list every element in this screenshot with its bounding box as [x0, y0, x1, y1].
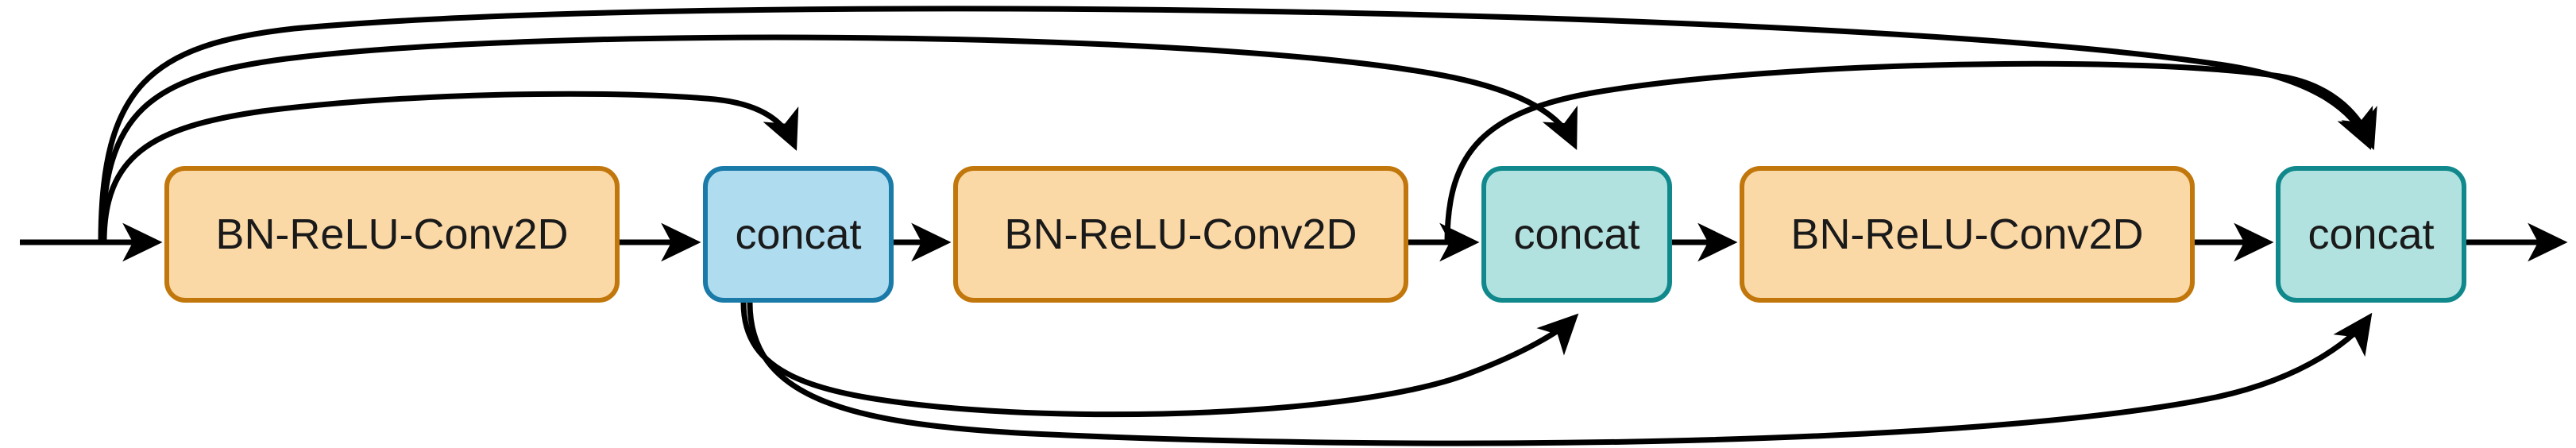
node-concat-1[interactable]: concat [703, 166, 894, 303]
edge-skip-input-concat2 [99, 34, 1578, 243]
node-label-concat3: concat [2308, 210, 2435, 258]
node-label-concat1: concat [735, 210, 862, 258]
node-label-conv3: BN-ReLU-Conv2D [1790, 210, 2144, 258]
node-label-conv1: BN-ReLU-Conv2D [215, 210, 569, 258]
edge-skip-concat1-concat3 [747, 302, 2373, 446]
node-bn-relu-conv2d-1[interactable]: BN-ReLU-Conv2D [164, 166, 620, 303]
edge-skip-input-concat1 [101, 91, 799, 243]
node-label-concat2: concat [1513, 210, 1640, 258]
node-bn-relu-conv2d-2[interactable]: BN-ReLU-Conv2D [953, 166, 1408, 303]
edge-skip-concat1-concat2 [740, 302, 1579, 418]
node-bn-relu-conv2d-3[interactable]: BN-ReLU-Conv2D [1740, 166, 2195, 303]
node-concat-3[interactable]: concat [2276, 166, 2466, 303]
node-label-conv2: BN-ReLU-Conv2D [1004, 210, 1358, 258]
node-concat-2[interactable]: concat [1481, 166, 1672, 303]
edge-skip-concat2-concat3 [1444, 60, 2377, 243]
